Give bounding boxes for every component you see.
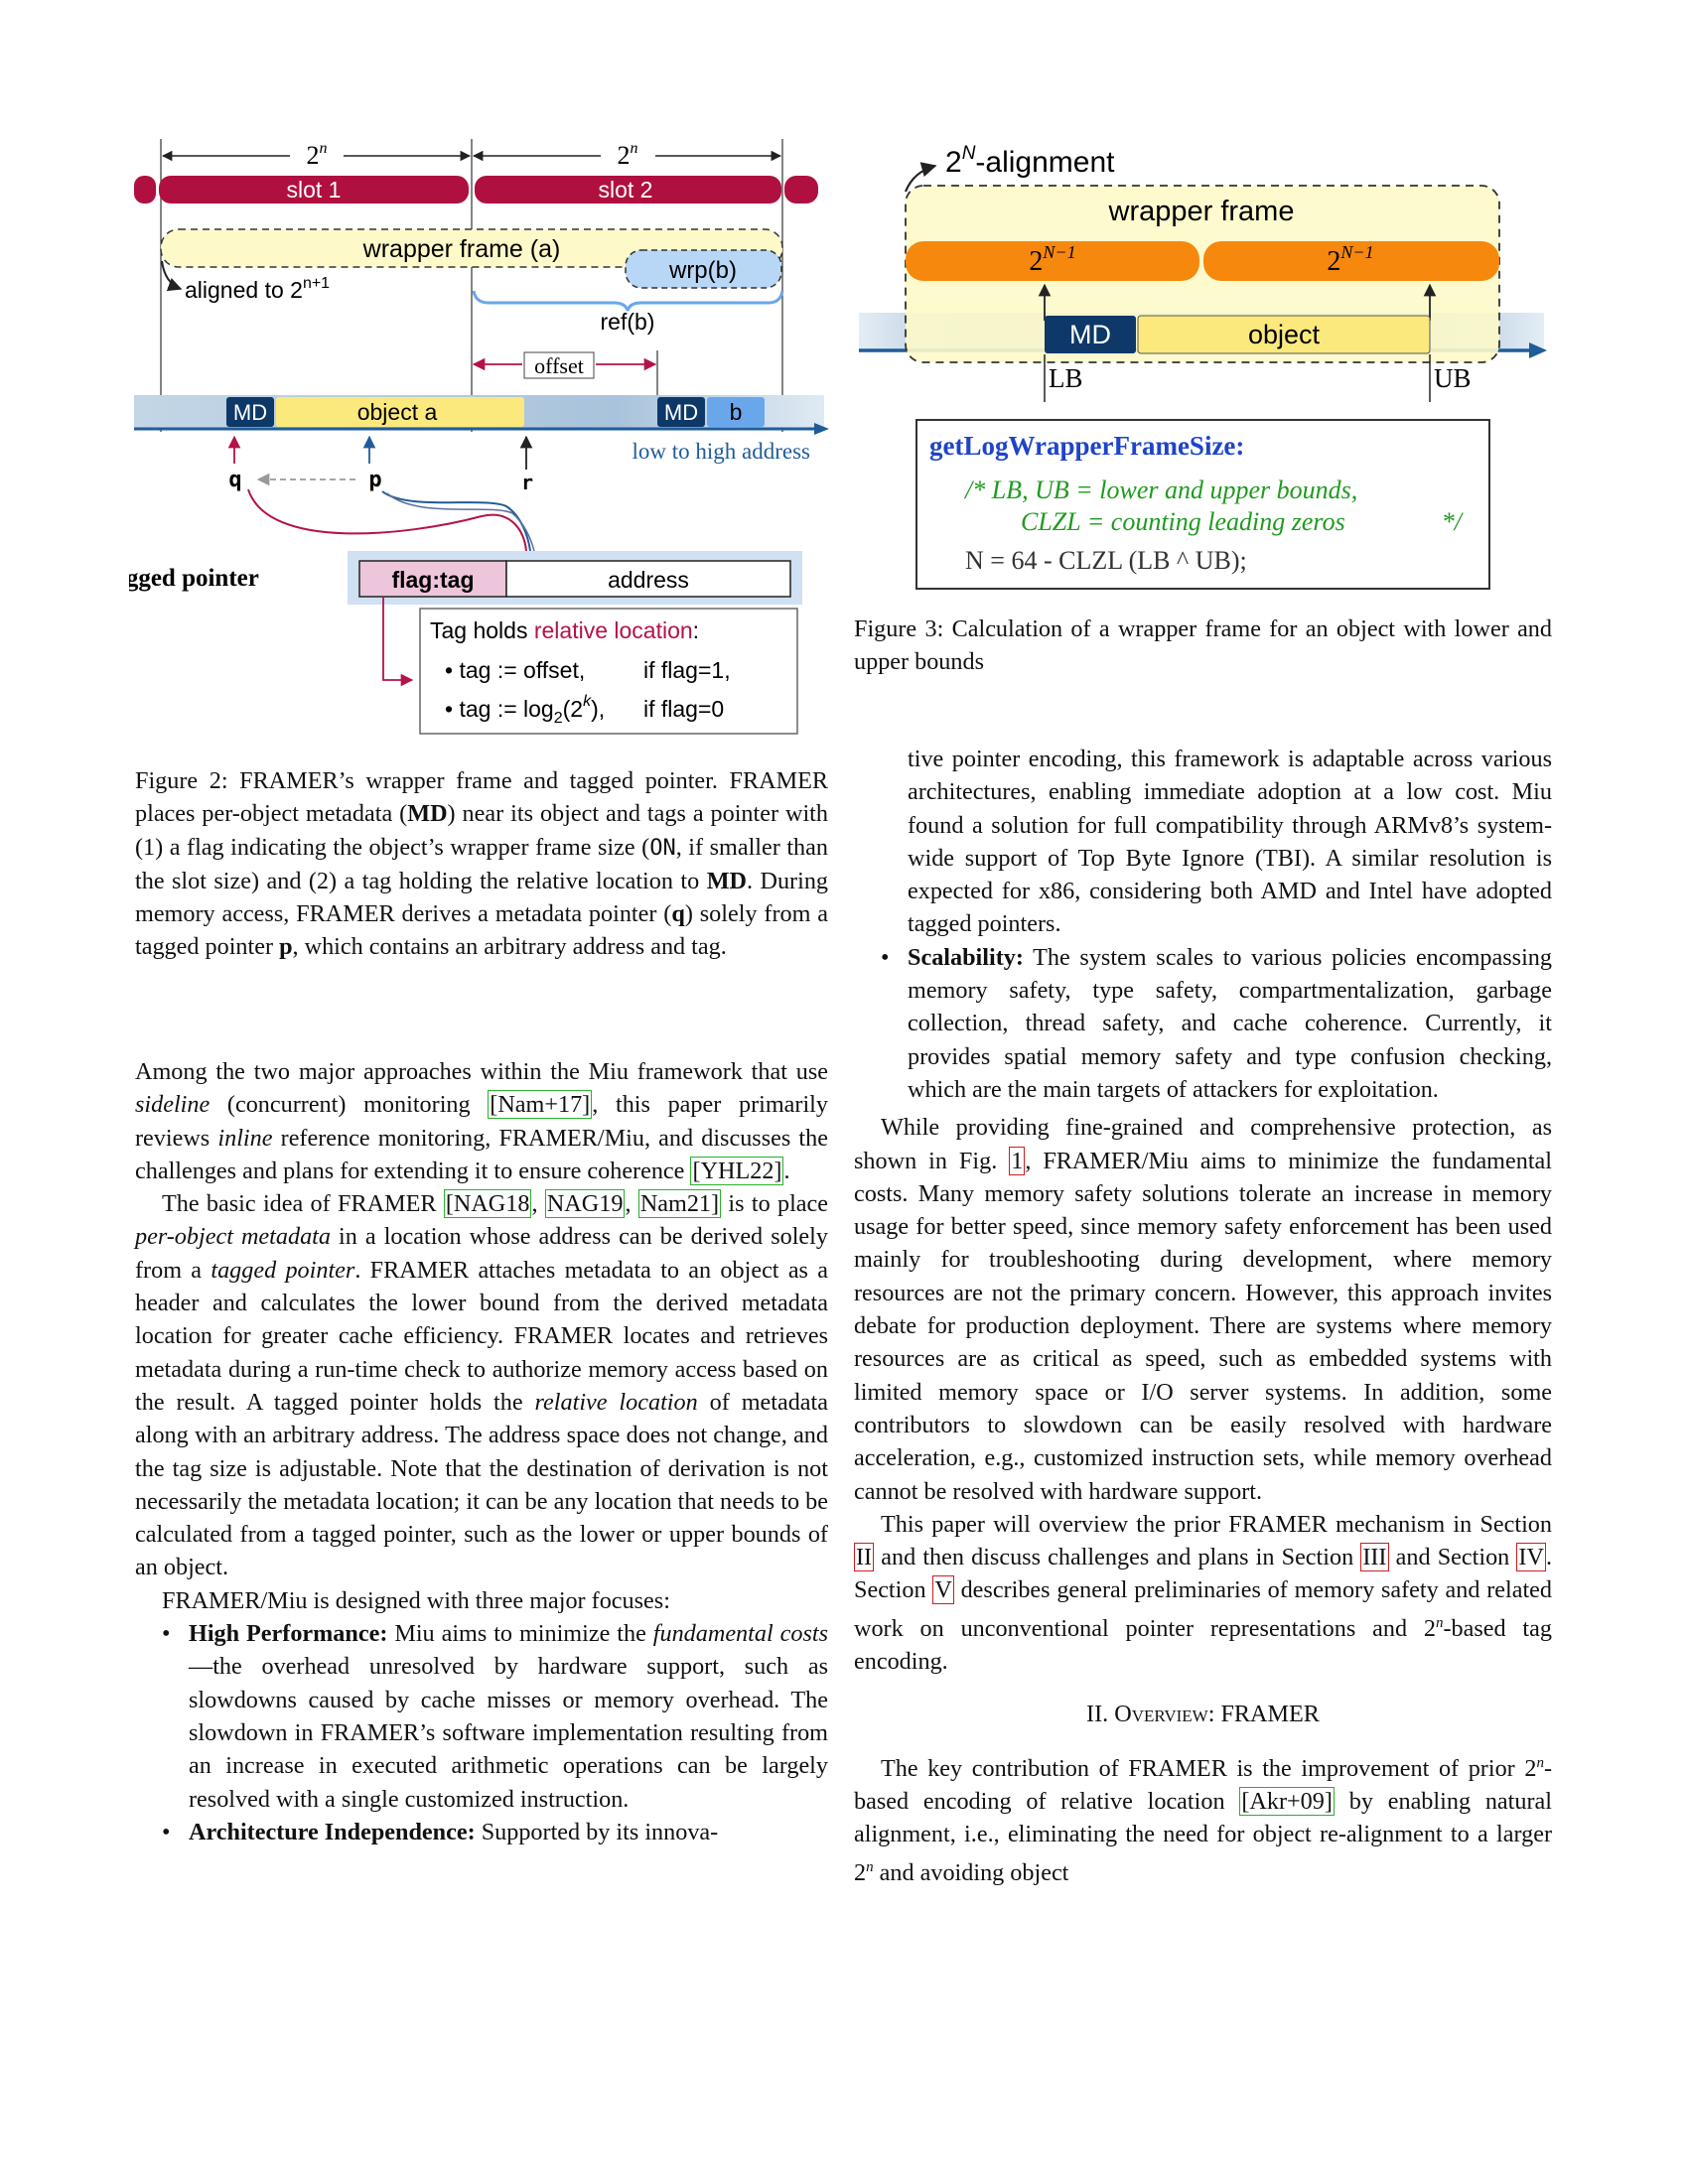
wrp-b-box: [625, 249, 782, 289]
low-to-high-label: low to high address: [632, 439, 810, 464]
aligned-label: aligned to 2n+1: [185, 275, 330, 303]
flag-tag-field: [358, 560, 507, 598]
slot-2: [475, 176, 781, 204]
section-ref-link[interactable]: V: [932, 1575, 954, 1605]
half-frame-1: [906, 241, 1199, 281]
slot-1-label: slot 1: [287, 177, 342, 203]
tag-bullet-2: • tag := log2(2k),: [445, 693, 605, 727]
figure-2-caption: Figure 2: FRAMER’s wrapper frame and tag…: [135, 767, 829, 961]
object-label: object: [1248, 320, 1321, 349]
slot-fragment: [784, 176, 818, 204]
half-size-label: 2N−1: [1327, 242, 1373, 277]
code-line: N = 64 - CLZL (LB ^ UB);: [965, 546, 1247, 575]
md-box-a: [226, 397, 274, 427]
list-item: High Performance: Miu aims to minimize t…: [162, 1617, 828, 1816]
paragraph: This paper will overview the prior FRAME…: [854, 1510, 1552, 1676]
object-box: [1137, 315, 1431, 354]
section-ref-link[interactable]: III: [1360, 1543, 1389, 1572]
code-comment-1: /* LB, UB = lower and upper bounds,: [963, 476, 1357, 504]
p-curve: [386, 492, 535, 552]
focus-list: High Performance: Miu aims to minimize t…: [135, 1617, 828, 1848]
section-heading: II. Overview: FRAMER: [1086, 1701, 1320, 1728]
tag-bullet-1: • tag := offset,: [445, 657, 585, 683]
wrapper-frame-a: [160, 228, 783, 268]
code-box: [915, 419, 1490, 590]
tag-holds-box: [419, 608, 798, 735]
address-field: [505, 560, 791, 598]
citation-link[interactable]: [NAG18: [443, 1189, 532, 1219]
list-item-continuation: tive pointer encoding, this framework is…: [908, 746, 1552, 938]
address-axis-head: [1529, 342, 1547, 358]
slot-1: [159, 176, 469, 204]
slot-width-label: 2n: [307, 140, 328, 170]
section-ref-link[interactable]: II: [854, 1543, 875, 1572]
wrp-b-label: wrp(b): [668, 257, 737, 284]
slot-2-label: slot 2: [599, 177, 653, 203]
address-axis-head: [814, 423, 829, 435]
tagged-pointer-label: tagged pointer: [129, 565, 259, 592]
wrapper-frame-label: wrapper frame: [1108, 196, 1295, 227]
md-box-b: [657, 397, 705, 427]
q-label: q: [228, 468, 241, 492]
tag-bullet-1-cond: if flag=1,: [643, 657, 731, 683]
b-label: b: [730, 399, 743, 425]
left-column: Among the two major approaches within th…: [135, 1055, 828, 1848]
wrapper-frame-a-label: wrapper frame (a): [362, 235, 561, 263]
alignment-label: 2N-alignment: [945, 143, 1115, 179]
lb-label: LB: [1049, 363, 1083, 393]
object-a-box: [276, 397, 524, 427]
paragraph: The key contribution of FRAMER is the im…: [854, 1754, 1552, 1886]
half-frame-2: [1203, 241, 1499, 281]
figure-2-diagram: 2n 2n slot 1 slot 2 wrapper frame (a) wr…: [129, 139, 829, 735]
offset-box: [523, 351, 595, 379]
tag-bullet-2-cond: if flag=0: [643, 696, 724, 722]
citation-link[interactable]: Nam21]: [637, 1189, 722, 1219]
alignment-arrow: [904, 162, 937, 193]
function-name: getLogWrapperFrameSize:: [929, 431, 1244, 461]
citation-link[interactable]: [YHL22]: [690, 1156, 784, 1185]
p-curve: [381, 490, 531, 552]
slot-width-label: 2n: [618, 140, 638, 170]
citation-link[interactable]: [Nam+17]: [488, 1090, 593, 1120]
p-label: p: [368, 468, 381, 492]
ref-b-brace: [472, 290, 784, 312]
paragraph: FRAMER/Miu is designed with three major …: [162, 1586, 670, 1614]
aligned-arrow: [161, 260, 183, 292]
focus-list-cont: tive pointer encoding, this framework is…: [854, 743, 1552, 1106]
md-label: MD: [664, 400, 698, 425]
ref-b-label: ref(b): [601, 309, 655, 335]
tag-holds-heading: Tag holds relative location:: [430, 617, 699, 643]
ub-label: UB: [1434, 363, 1472, 393]
md-label: MD: [1069, 320, 1111, 349]
object-a-label: object a: [357, 399, 438, 425]
flag-tag-label: flag:tag: [391, 567, 474, 593]
figure-3-caption: Figure 3: Calculation of a wrapper frame…: [854, 615, 1552, 676]
r-label: r: [521, 471, 533, 494]
address-label: address: [608, 567, 689, 593]
slot-fragment: [134, 176, 156, 204]
paragraph: Among the two major approaches within th…: [135, 1058, 828, 1185]
citation-link[interactable]: NAG19: [544, 1189, 626, 1219]
offset-label: offset: [534, 353, 584, 378]
q-curve: [247, 488, 527, 552]
md-label: MD: [233, 400, 267, 425]
paragraph: The basic idea of FRAMER [NAG18, NAG19, …: [135, 1189, 829, 1581]
code-comment-2: CLZL = counting leading zeros: [1021, 507, 1345, 536]
code-comment-end: */: [1442, 507, 1465, 536]
figure-ref-link[interactable]: 1: [1009, 1146, 1026, 1175]
paragraph: While providing fine-grained and compreh…: [854, 1114, 1552, 1505]
list-item: Scalability: The system scales to variou…: [881, 941, 1552, 1106]
citation-link[interactable]: [Akr+09]: [1239, 1787, 1335, 1817]
section-ref-link[interactable]: IV: [1516, 1543, 1546, 1572]
half-size-label: 2N−1: [1029, 242, 1075, 277]
list-item: Architecture Independence: Supported by …: [162, 1816, 828, 1849]
tag-connector: [382, 598, 414, 687]
md-box: [1045, 316, 1136, 353]
figure-3-diagram: 2N-alignment wrapper frame 2N−1 2N−1 MD …: [859, 143, 1547, 590]
b-box: [707, 397, 765, 427]
right-column: tive pointer encoding, this framework is…: [854, 743, 1552, 1889]
